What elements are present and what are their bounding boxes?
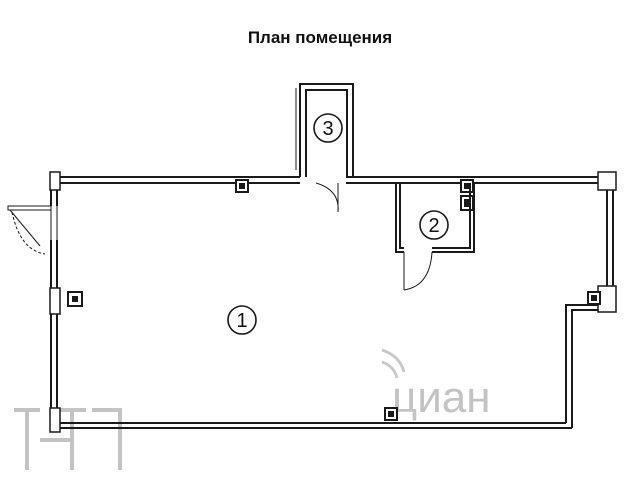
entrance-door <box>7 205 58 255</box>
plan-title: План помещения <box>247 28 393 47</box>
watermark: циан <box>14 348 491 470</box>
room-2-door <box>403 251 433 291</box>
room-marker-1-circle <box>227 305 257 335</box>
watermark-logo-left <box>14 408 122 470</box>
room-marker-2-circle <box>419 210 449 240</box>
structural-columns <box>67 179 601 421</box>
column-cores <box>72 183 597 417</box>
room-number-2: 2 <box>428 215 439 237</box>
window-marks <box>49 171 617 433</box>
watermark-text: циан <box>392 373 491 422</box>
room-number-1: 1 <box>236 310 247 332</box>
room-marker-3-circle <box>313 113 343 143</box>
watermark-logo-right <box>381 348 406 379</box>
room-marker-1: 1 <box>227 305 257 335</box>
room-3-walls <box>295 83 354 177</box>
main-walls <box>50 176 614 429</box>
room-2-walls <box>395 183 475 253</box>
room-marker-3: 3 <box>313 113 343 143</box>
room-number-3: 3 <box>322 118 333 140</box>
room-3-door <box>315 182 339 213</box>
room-marker-2: 2 <box>419 210 449 240</box>
